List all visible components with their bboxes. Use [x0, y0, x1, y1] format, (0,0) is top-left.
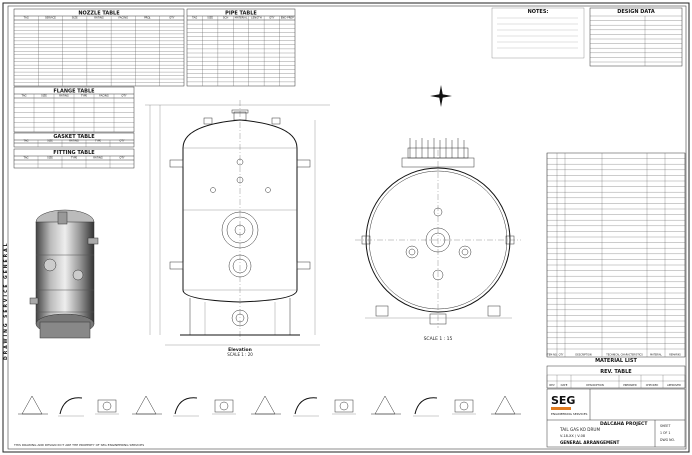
project-name: DALCAHA PROJECT	[600, 421, 648, 427]
table-header-cell: TAG	[192, 16, 197, 20]
table-header-cell: FACING	[99, 94, 109, 98]
table-header-cell: QTY	[169, 16, 175, 20]
table-header-cell: TAG	[21, 94, 26, 98]
table-header-cell: QTY	[119, 139, 125, 143]
rev-table-header: DATE	[561, 383, 568, 387]
material-list-header: REMARKS	[669, 354, 681, 357]
elevation-view: Elevation SCALE 1 : 20	[145, 100, 330, 357]
table-header-cell: TYPE	[95, 139, 102, 143]
table-header-cell: RATING	[59, 94, 69, 98]
material-list-title: MATERIAL LIST	[595, 358, 637, 364]
table-header-cell: SIZE	[47, 156, 53, 160]
north-arrow-icon	[430, 85, 452, 107]
drawing-title-1: TAIL GAS KO DRUM	[559, 427, 600, 432]
title-block: SEG ENGINEERING SERVICES DALCAHA PROJECT…	[546, 388, 686, 448]
table-header-cell: SIZE	[207, 16, 213, 20]
logo-subtitle: ENGINEERING SERVICES	[551, 412, 588, 416]
sheet-label: SHEET	[660, 424, 670, 428]
nozzle-table-title: NOZZLE TABLE	[78, 11, 120, 17]
table-header-cell: QTY	[121, 94, 127, 98]
table-header-cell: LENGTH	[251, 16, 262, 20]
table-header-cell: TAG	[24, 16, 29, 20]
material-list-header: DESCRIPTION	[575, 354, 591, 357]
rev-table-header: DESCRIPTION	[586, 383, 604, 387]
table-header-cell: END PREP	[281, 16, 294, 20]
notes-title: NOTES:	[528, 9, 549, 15]
table-header-cell: SIZE	[47, 139, 53, 143]
dwg-no-label: DWG NO.	[660, 438, 675, 442]
drawing-title-2: V-18-XX / V-08	[560, 434, 585, 438]
rev-table-header: CHECKED	[646, 383, 659, 387]
table-header-cell: SERVICE	[45, 16, 56, 20]
plan-scale: SCALE 1 : 15	[424, 336, 453, 342]
gasket-table-title: GASKET TABLE	[53, 134, 95, 140]
table-header-cell: SIZE	[41, 94, 47, 98]
table-header-cell: RATING	[94, 16, 104, 20]
table-header-cell: QTY	[119, 156, 125, 160]
table-header-cell: SCH	[223, 16, 228, 20]
gasket-table: GASKET TABLE TAG SIZE RATING TYPE QTY	[13, 132, 135, 148]
table-header-cell: SIZE	[72, 16, 78, 20]
fitting-table: FITTING TABLE TAG SIZE TYPE RATING QTY	[13, 148, 135, 169]
detail-sketches	[18, 395, 521, 417]
table-header-cell: RATING	[69, 139, 79, 143]
table-header-cell: RATING	[93, 156, 103, 160]
material-list-header: TECHNICAL CHARACTERISTICS	[606, 354, 643, 357]
material-list-header: QTY	[559, 354, 564, 357]
seg-logo: SEG	[551, 394, 575, 407]
material-list-header: ITEM NO.	[547, 354, 558, 357]
drawing-title-3: GENERAL ARRANGEMENT	[560, 440, 620, 445]
elevation-title: Elevation	[228, 347, 252, 353]
elevation-scale: SCALE 1 : 20	[227, 352, 253, 357]
logo-accent-bar	[551, 407, 571, 410]
nozzle-table: NOZZLE TABLE TAG SERVICE SIZE RATING FACING P…	[13, 8, 185, 87]
table-header-cell: PROJ.	[144, 16, 151, 20]
table-header-cell: QTY	[269, 16, 275, 20]
fitting-table-title: FITTING TABLE	[53, 150, 95, 156]
side-text: DRAWING SERVICE GENERAL	[3, 242, 9, 360]
flange-table: FLANGE TABLE TAG SIZE RATING TYPE FACING QTY	[13, 86, 135, 133]
table-header-cell: TAG	[23, 156, 28, 160]
table-header-cell: FACING	[119, 16, 129, 20]
table-header-cell: TAG	[23, 139, 28, 143]
isometric-vessel-view	[29, 209, 99, 339]
rev-table-header: APPROVED	[667, 383, 681, 387]
rev-table: REV. TABLE REV DATE DESCRIPTION PREPARED CHE…	[546, 365, 686, 389]
rev-table-title: REV. TABLE	[600, 369, 632, 375]
sheet-value: 1 OF 1	[660, 431, 670, 435]
material-list-header: MATERIAL	[650, 354, 662, 357]
table-header-cell: TYPE	[71, 156, 78, 160]
plan-view: SCALE 1 : 15	[355, 138, 521, 342]
footer-note: THIS DRAWING AND DESIGN IN IT ARE THE PR…	[13, 443, 144, 447]
inner-border	[7, 5, 687, 450]
material-list-table: MATERIAL LIST ITEM NO.QTY DESCRIPTION TECH…	[547, 152, 686, 364]
flange-table-title: FLANGE TABLE	[53, 89, 95, 95]
notes-block: NOTES:	[491, 7, 585, 59]
pipe-table-title: PIPE TABLE	[225, 11, 257, 17]
design-data-table: DESIGN DATA	[589, 7, 683, 67]
design-data-title: DESIGN DATA	[617, 9, 655, 15]
table-header-cell: MATERIAL	[235, 16, 248, 20]
rev-table-header: PREPARED	[623, 383, 637, 387]
rev-table-header: REV	[549, 383, 554, 387]
table-header-cell: TYPE	[81, 94, 88, 98]
